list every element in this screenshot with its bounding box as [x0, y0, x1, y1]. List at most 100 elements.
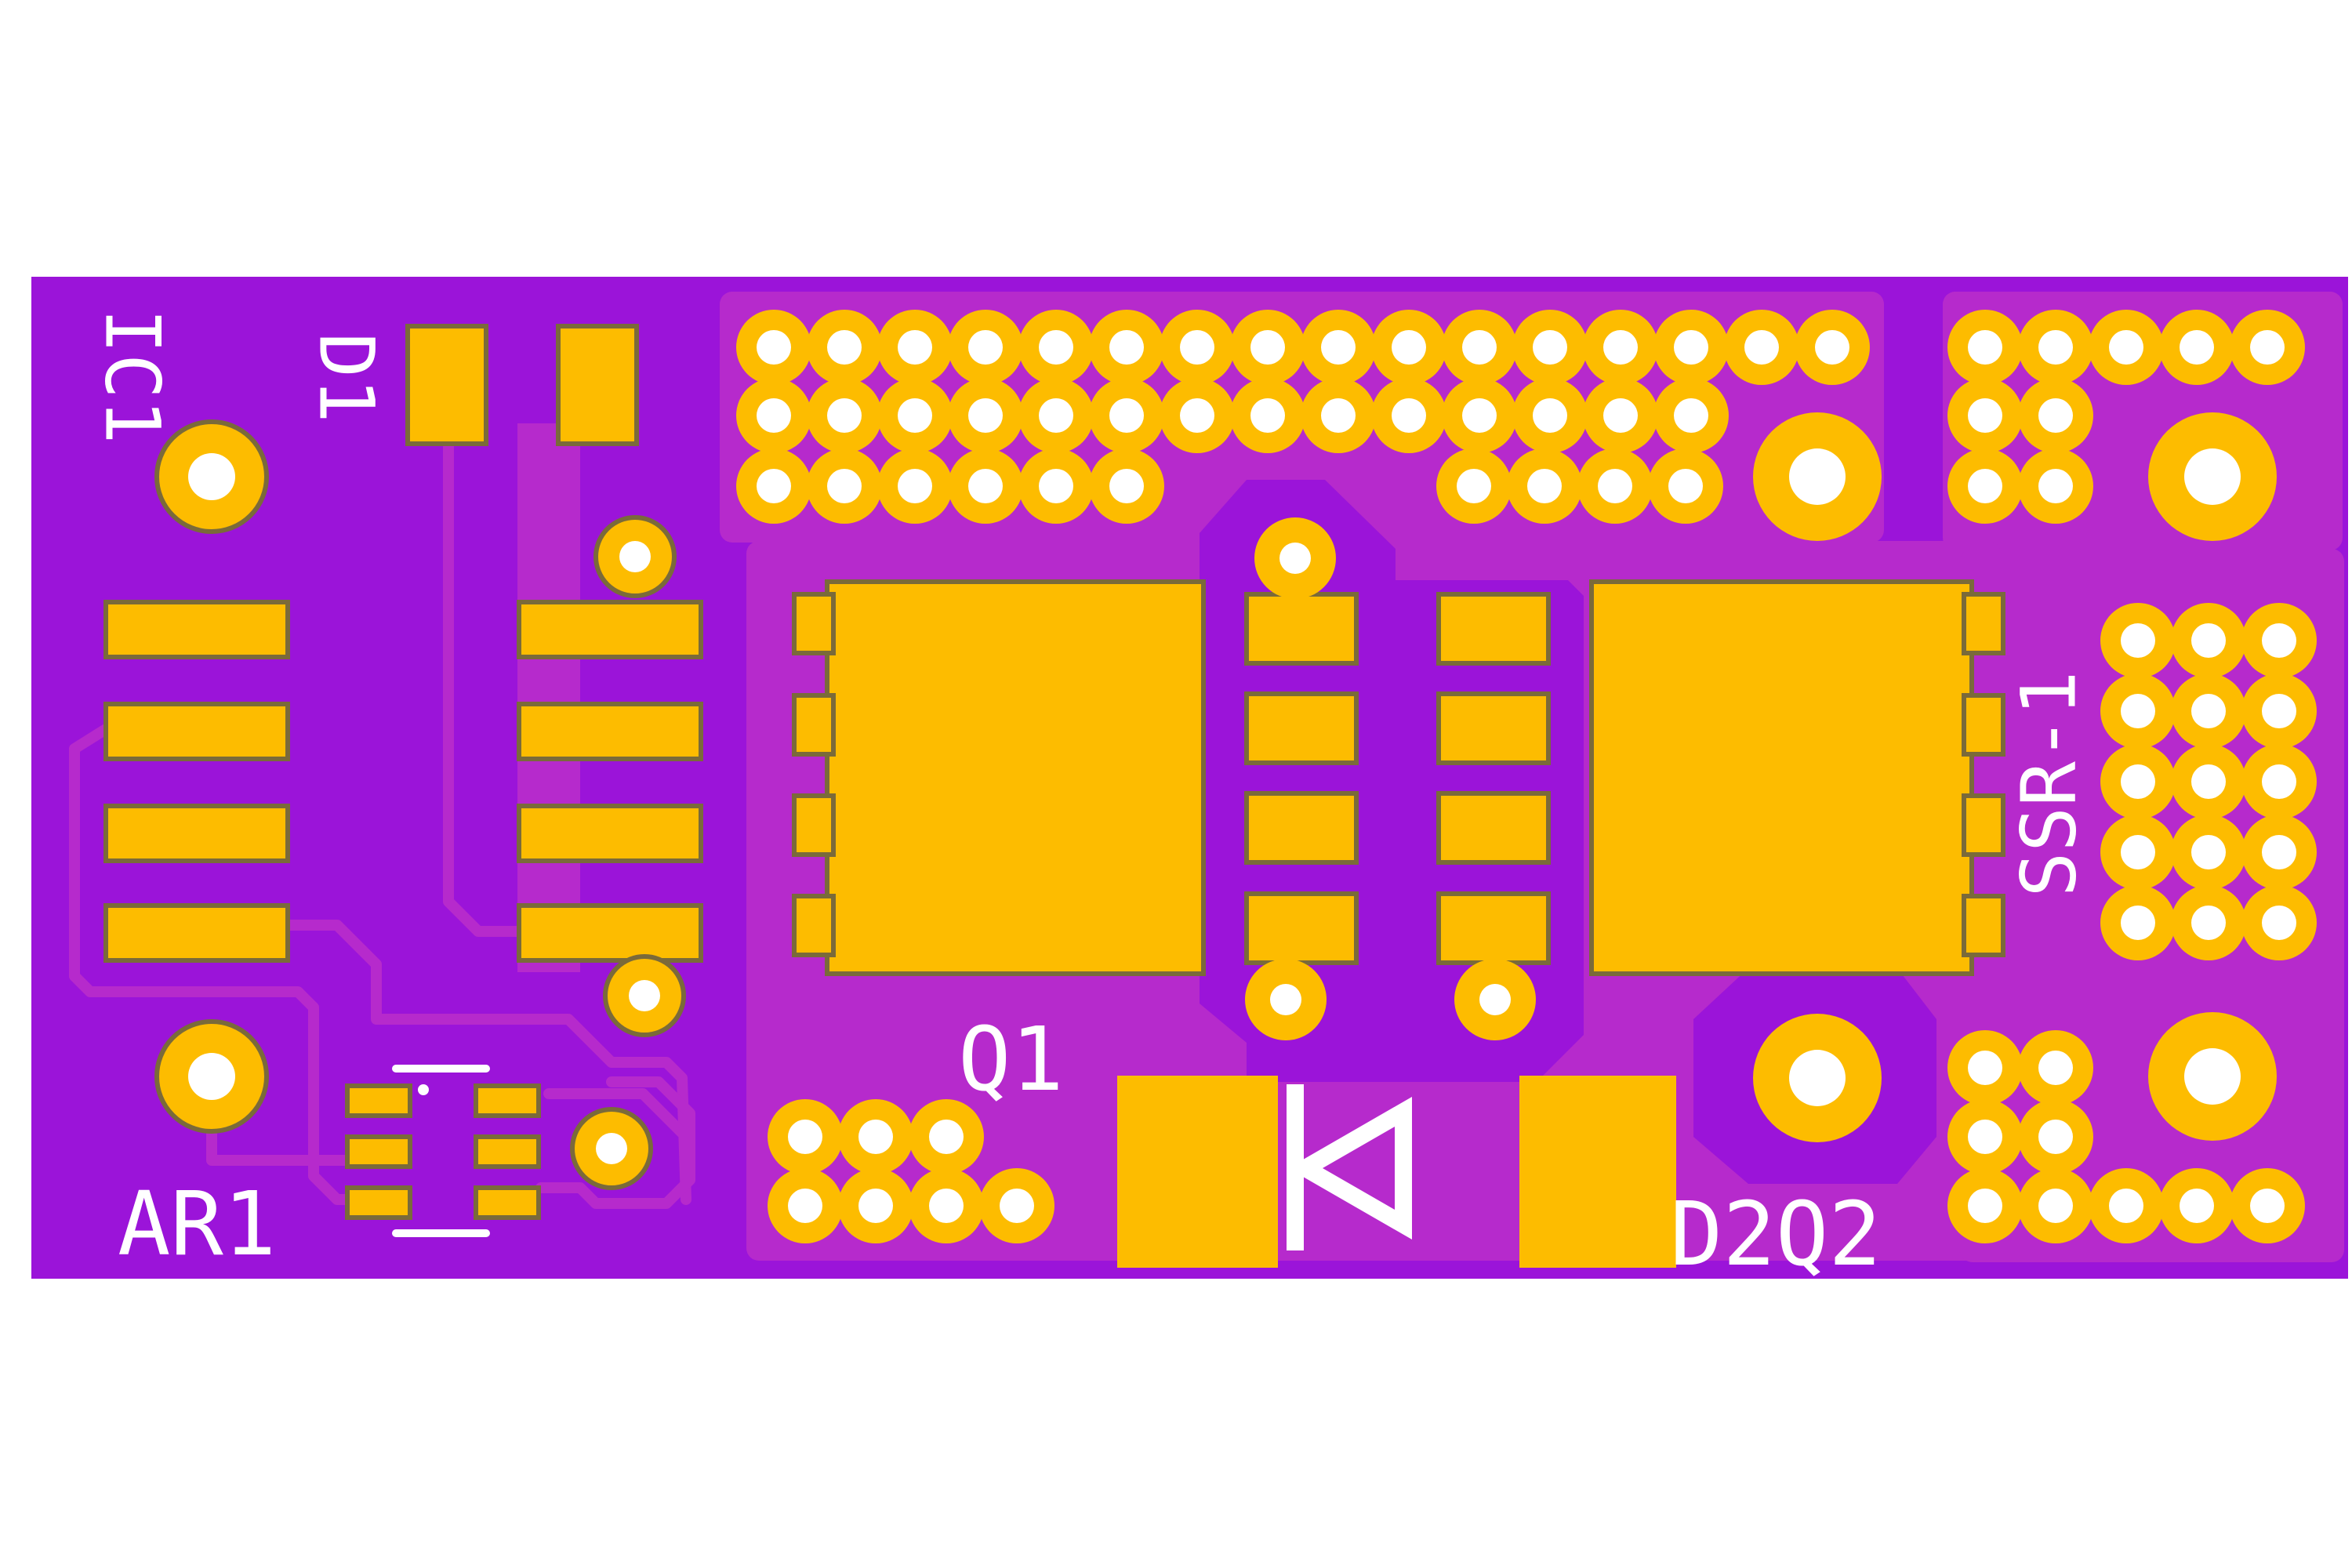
via-ar1-drill	[596, 1133, 627, 1164]
via-top-r1-11-drill	[1533, 330, 1567, 365]
via-bl-r2-2-drill	[929, 1189, 964, 1223]
pad-ar1-1	[345, 1083, 412, 1118]
pad-q2-lead-4	[1962, 894, 2005, 957]
silk-ar1-pin1-dot	[418, 1084, 429, 1095]
via-top-r2-4-drill	[1039, 398, 1073, 433]
via-ssr-3-0-drill	[2121, 835, 2155, 869]
pad-q2-side-4	[1436, 891, 1551, 965]
pad-ic1-2	[103, 702, 290, 761]
pad-d1-anode	[556, 324, 639, 446]
pad-d1-cathode	[405, 324, 488, 446]
via-top-r3-5-drill	[1109, 469, 1144, 503]
via-q2-bottom-drill	[1479, 984, 1511, 1015]
via-ssr-0-2-drill	[2262, 623, 2296, 658]
via-ssr-0-0-drill	[2121, 623, 2155, 658]
mount-hole-top-middle-drill	[1789, 448, 1846, 505]
via-top-r3b-0-drill	[1457, 469, 1491, 503]
via-ssr-3-1-drill	[2191, 835, 2226, 869]
via-top-r2-3-drill	[968, 398, 1003, 433]
pad-q2-lead-2	[1962, 693, 2005, 757]
via-top-r1-13-drill	[1674, 330, 1708, 365]
pad-q2-lead-3	[1962, 793, 2005, 857]
via-q1-top-drill	[1279, 543, 1311, 574]
via-top-r2-10-drill	[1462, 398, 1497, 433]
silkscreen	[392, 1065, 490, 1237]
via-br-r3-1-drill	[2038, 1189, 2073, 1223]
via-top-r2-12-drill	[1603, 398, 1638, 433]
pad-q1-lead-3	[792, 793, 836, 857]
via-ssr-4-1-drill	[2191, 906, 2226, 940]
pad-q1-lead-1	[792, 592, 836, 655]
pad-ic1-4	[103, 903, 290, 963]
trace-ar1-bottom	[206, 1123, 354, 1166]
via-top-r3-4-drill	[1039, 469, 1073, 503]
via-top-r1-10-drill	[1462, 330, 1497, 365]
via-top-r3b-1-drill	[1527, 469, 1562, 503]
via-top-r3-3-drill	[968, 469, 1003, 503]
trace-ar1-right	[535, 1076, 695, 1209]
via-d1-drill	[619, 541, 651, 572]
pad-q1-side-3	[1244, 791, 1359, 865]
pad-q1-tab	[825, 579, 1206, 976]
via-top-r2-13-drill	[1674, 398, 1708, 433]
via-tr-r1-1-drill	[2038, 330, 2073, 365]
diode-icon-triangle	[1287, 1096, 1412, 1240]
trace-d1-to-ic1	[443, 434, 554, 937]
mount-hole-top-right-drill	[2184, 448, 2241, 505]
via-top-r2-6-drill	[1180, 398, 1214, 433]
label-ssr1: SSR-1	[2005, 671, 2092, 898]
pad-ar1-4	[474, 1083, 541, 1118]
label-d1: D1	[303, 332, 390, 423]
via-top-r1-4-drill	[1039, 330, 1073, 365]
pad-ar1-3	[345, 1185, 412, 1220]
via-top-r2-11-drill	[1533, 398, 1567, 433]
label-ar1: AR1	[118, 1174, 276, 1276]
via-tr-r3-1-drill	[2038, 469, 2073, 503]
via-top-r3-2-drill	[898, 469, 932, 503]
pad-ic1-6	[517, 804, 703, 863]
via-top-r1-2-drill	[898, 330, 932, 365]
pad-q1-side-2	[1244, 691, 1359, 765]
d2-pads	[1117, 1076, 1676, 1268]
smd-pads	[103, 324, 2005, 1220]
via-br-r3-2-drill	[2109, 1189, 2143, 1223]
via-br-r3-0-drill	[1968, 1189, 2002, 1223]
pad-q1-side-1	[1244, 592, 1359, 666]
via-ssr-1-0-drill	[2121, 694, 2155, 728]
via-top-r3-1-drill	[827, 469, 862, 503]
via-tr-r2-0-drill	[1968, 398, 2002, 433]
pad-q2-side-2	[1436, 691, 1551, 765]
traces	[69, 434, 695, 1209]
mount-hole-left-top-drill	[188, 453, 235, 500]
via-bl-r1-2-drill	[929, 1120, 964, 1154]
via-br-r2-0-drill	[1968, 1120, 2002, 1154]
through-hole-pads	[154, 310, 2317, 1243]
via-tr-r1-2-drill	[2109, 330, 2143, 365]
pad-ic1-3	[103, 804, 290, 863]
via-bl-r1-0-drill	[788, 1120, 822, 1154]
via-bl-r1-1-drill	[858, 1120, 893, 1154]
label-q1: Q1	[958, 1009, 1064, 1111]
via-top-r1-6-drill	[1180, 330, 1214, 365]
trace-ic1-pin2	[69, 724, 374, 1205]
pad-q2-side-1	[1436, 592, 1551, 666]
via-tr-r1-4-drill	[2250, 330, 2285, 365]
pad-ic1-8	[517, 600, 703, 659]
clearance-diode	[1247, 1043, 1396, 1082]
pour-left-vert	[517, 423, 580, 972]
pad-q2-side-3	[1436, 791, 1551, 865]
via-top-r3b-2-drill	[1598, 469, 1632, 503]
via-ssr-1-2-drill	[2262, 694, 2296, 728]
via-br-r3-3-drill	[2180, 1189, 2214, 1223]
via-top-r2-7-drill	[1250, 398, 1285, 433]
via-ssr-0-1-drill	[2191, 623, 2226, 658]
via-br-r3-4-drill	[2250, 1189, 2285, 1223]
via-tr-r2-1-drill	[2038, 398, 2073, 433]
via-top-r1-0-drill	[757, 330, 791, 365]
via-top-r2-1-drill	[827, 398, 862, 433]
via-tr-r3-0-drill	[1968, 469, 2002, 503]
via-top-r1-14-drill	[1744, 330, 1779, 365]
via-top-r1-8-drill	[1321, 330, 1356, 365]
label-d2q2: D2Q2	[1670, 1184, 1882, 1286]
